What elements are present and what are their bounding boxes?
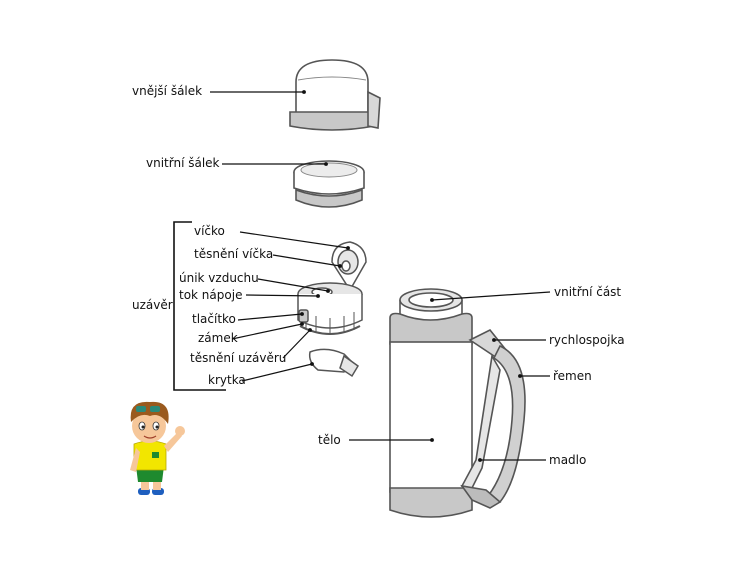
outer-cup [289, 59, 381, 131]
label-air-vent: únik vzduchu [179, 271, 259, 285]
label-strap: řemen [553, 369, 592, 383]
label-cap-seal: těsnění uzávěru [190, 351, 287, 365]
label-outer-cup: vnější šálek [132, 84, 203, 98]
label-drink-flow: tok nápoje [179, 288, 243, 302]
label-cover: krytka [208, 373, 246, 387]
label-handle: madlo [549, 453, 587, 467]
bottle-body [389, 288, 526, 518]
label-body: tělo [318, 433, 341, 447]
label-inner-cup: vnitřní šálek [146, 156, 220, 170]
label-button: tlačítko [192, 312, 236, 326]
label-lock: zámek [198, 331, 238, 345]
inner-cup [293, 160, 365, 208]
mascot-boy-icon [130, 401, 185, 495]
label-inner-part: vnitřní část [554, 285, 622, 299]
leader-lines [210, 90, 551, 462]
label-cap-group: uzávěr [132, 298, 173, 312]
label-lid-seal: těsnění víčka [194, 247, 274, 261]
cap-assembly [297, 241, 367, 378]
cap-group-bracket [173, 221, 226, 391]
label-quick-coupling: rychlospojka [549, 333, 625, 347]
label-lid: víčko [194, 224, 225, 238]
